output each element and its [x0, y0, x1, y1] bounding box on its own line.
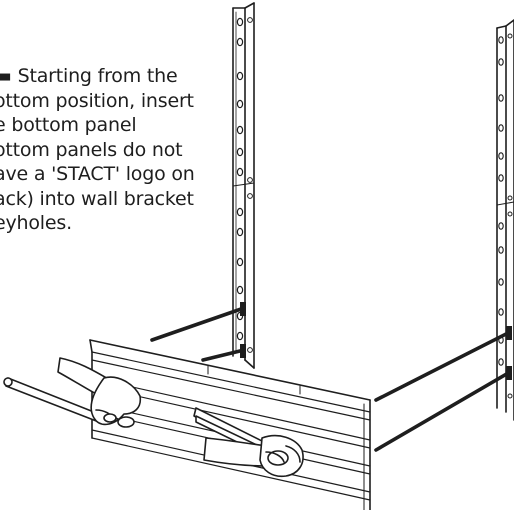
insertion-guide-lines	[150, 306, 512, 452]
instruction-line-7: eyholes.	[0, 212, 72, 234]
instruction-line-2: ottom position, insert	[0, 89, 194, 112]
instruction-line-1: ▬ Starting from the	[0, 65, 178, 87]
bottom-panel	[89, 339, 371, 510]
instruction-line-5: ave a 'STACT' logo on	[0, 163, 195, 185]
instruction-line-6: ack) into wall bracket	[0, 187, 194, 210]
left-wall-bracket	[232, 2, 255, 369]
instruction-line-4: ottom panels do not	[0, 138, 183, 161]
instruction-text: ▬ Starting from the ottom position, inse…	[0, 64, 226, 236]
right-wall-bracket	[496, 19, 514, 421]
instruction-line-3: e bottom panel	[0, 114, 137, 136]
right-hand	[193, 407, 304, 478]
left-hand	[3, 357, 142, 428]
